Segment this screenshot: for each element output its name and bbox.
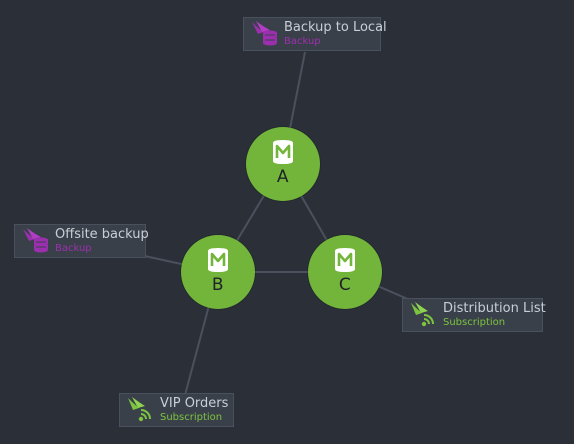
task-name: Offsite backup xyxy=(55,227,149,242)
node-b[interactable]: B xyxy=(181,235,255,309)
database-m-icon xyxy=(273,140,293,164)
backup-icon xyxy=(252,21,277,46)
node-a-label: A xyxy=(276,167,290,187)
task-name: Backup to Local xyxy=(284,20,387,35)
task-offsite-backup[interactable]: Offsite backup Backup xyxy=(14,224,149,258)
node-b-label: B xyxy=(211,275,225,295)
task-distribution-list[interactable]: Distribution List Subscription xyxy=(402,298,546,332)
task-type: Subscription xyxy=(160,412,223,423)
subscription-icon xyxy=(411,302,434,327)
backup-icon xyxy=(23,228,48,253)
node-a[interactable]: A xyxy=(246,127,320,201)
task-vip-orders[interactable]: VIP Orders Subscription xyxy=(119,393,234,427)
task-backup-to-local[interactable]: Backup to Local Backup xyxy=(243,17,387,51)
node-c[interactable]: C xyxy=(308,235,382,309)
task-type: Subscription xyxy=(443,317,506,328)
task-name: VIP Orders xyxy=(160,396,229,411)
subscription-icon xyxy=(128,397,151,422)
task-type: Backup xyxy=(284,36,321,47)
database-m-icon xyxy=(208,248,228,272)
task-name: Distribution List xyxy=(443,301,546,316)
task-type: Backup xyxy=(55,243,92,254)
database-m-icon xyxy=(335,248,355,272)
node-c-label: C xyxy=(338,275,352,295)
